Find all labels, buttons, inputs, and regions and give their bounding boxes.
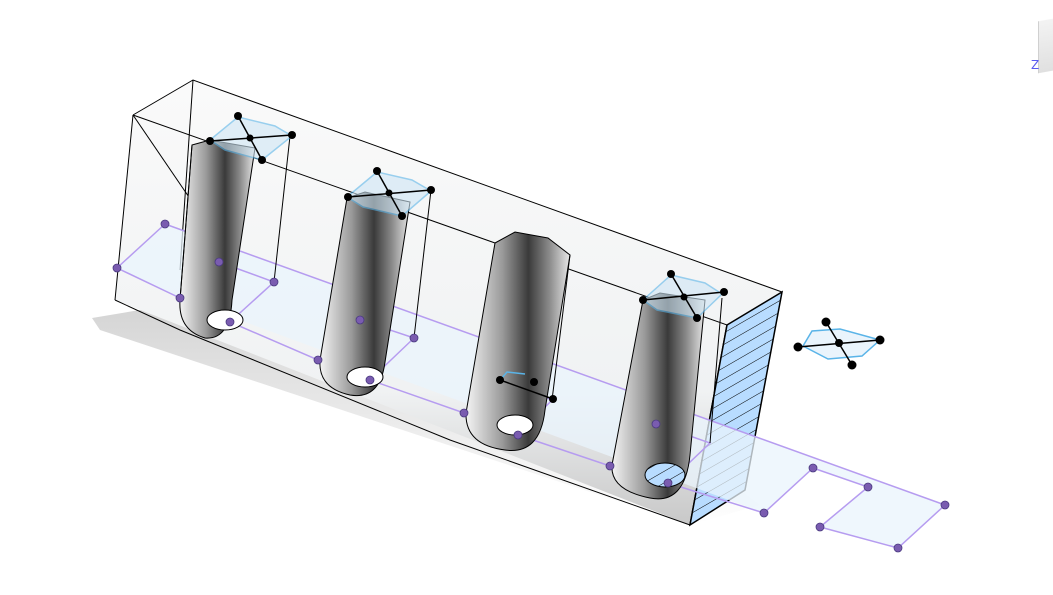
z-axis-label: Z <box>1031 58 1040 72</box>
sketch-points[interactable] <box>112 219 950 553</box>
hex-profile-4[interactable] <box>639 270 728 322</box>
view-cube-face[interactable] <box>1038 18 1053 74</box>
detached-hex-profile[interactable] <box>793 317 885 370</box>
profile-3-markers[interactable] <box>496 371 557 403</box>
hex-profile-1[interactable] <box>206 112 296 164</box>
hole-2[interactable] <box>319 189 432 397</box>
hole-4[interactable] <box>611 292 723 500</box>
hex-profile-2[interactable] <box>344 167 435 220</box>
hole-1[interactable] <box>179 135 291 339</box>
